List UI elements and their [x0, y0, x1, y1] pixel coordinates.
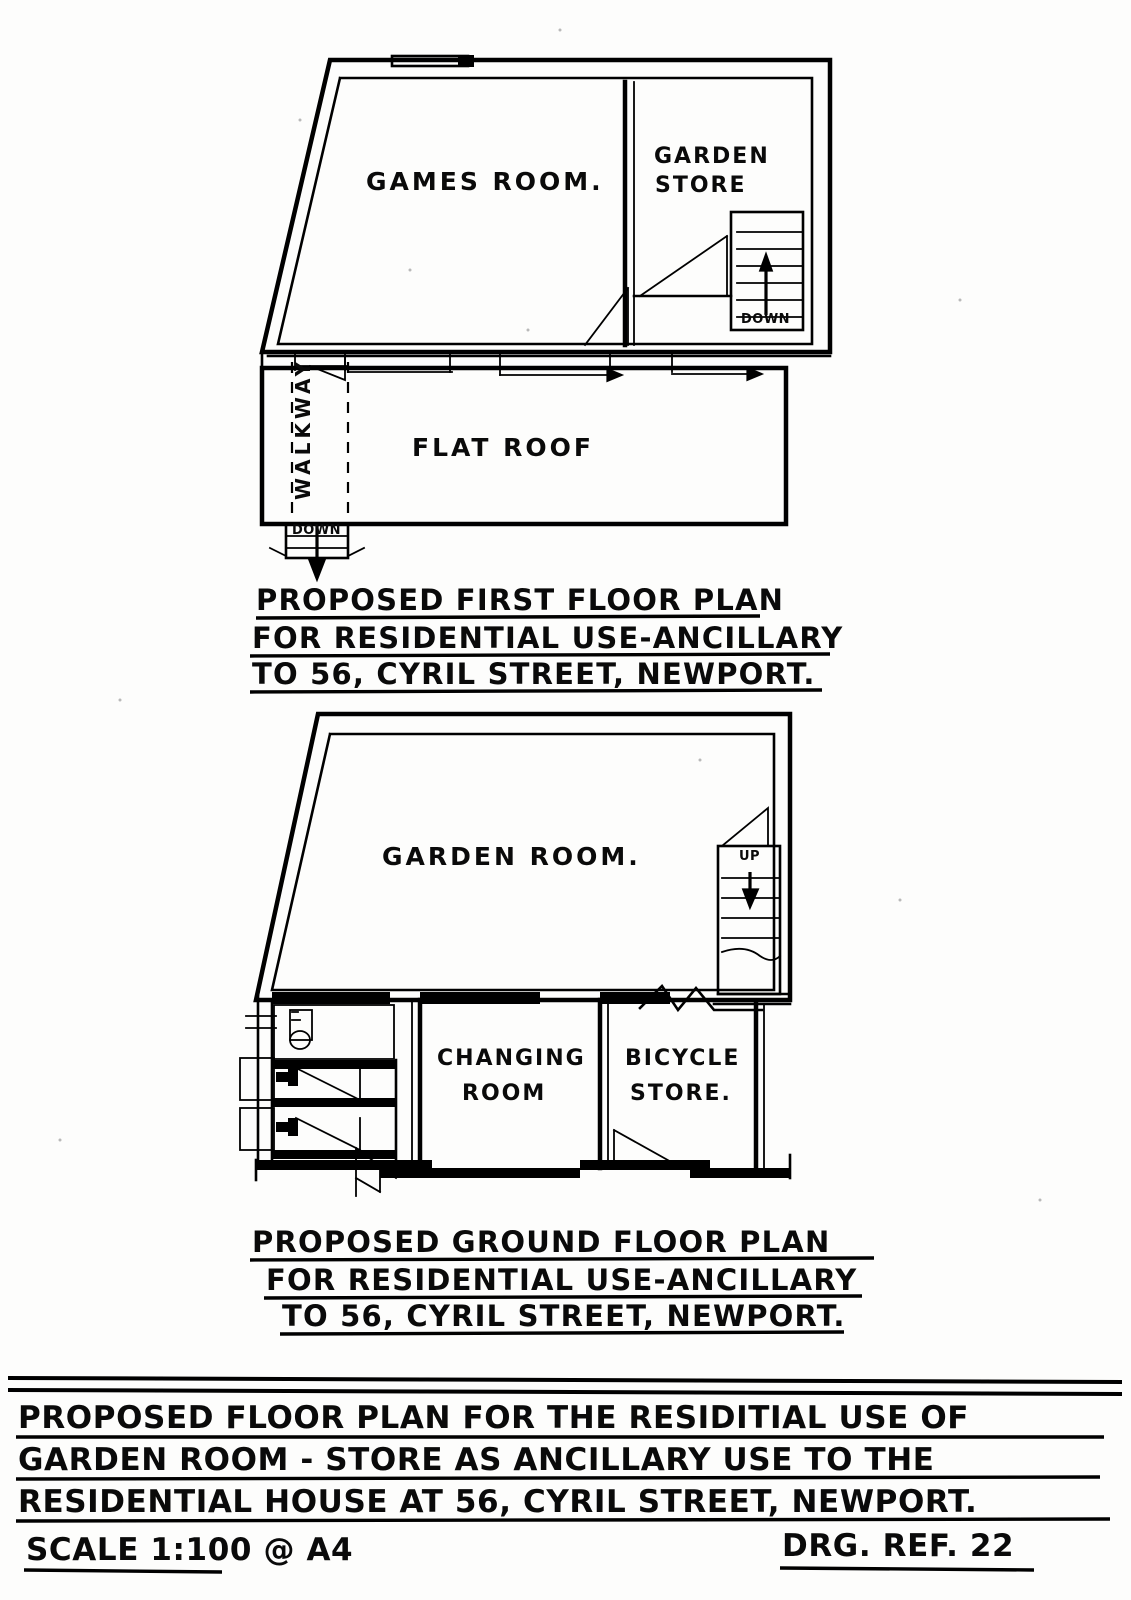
- first-floor-outer-wall: [259, 57, 833, 355]
- first-floor-staircase: DOWN: [729, 210, 805, 332]
- walkway-label: WALKWAY: [291, 358, 315, 500]
- bicycle-store: BICYCLE STORE.: [612, 1001, 765, 1171]
- garden-store-label-line2: STORE: [655, 173, 747, 198]
- flat-roof-parapet-marks: [294, 351, 765, 383]
- ground-floor-staircase: UP: [716, 806, 792, 996]
- first-floor-plan: GAMES ROOM. GARDEN STORE DOWN: [259, 54, 833, 583]
- wc-cubicles: [239, 994, 398, 1170]
- games-room-label: GAMES ROOM.: [366, 167, 604, 196]
- first-floor-inner-wall: [276, 76, 814, 346]
- first-floor-roof-window: [390, 54, 474, 68]
- first-floor-stair-direction: DOWN: [741, 312, 790, 327]
- bicycle-store-label-line1: BICYCLE: [625, 1046, 740, 1071]
- ground-floor-caption: PROPOSED GROUND FLOOR PLAN FOR RESIDENTI…: [249, 1225, 875, 1336]
- scale-note: SCALE 1:100 @ A4: [26, 1532, 353, 1568]
- changing-room-label-line1: CHANGING: [437, 1046, 586, 1071]
- walkway: WALKWAY: [290, 355, 350, 524]
- ground-floor-inner-wall: [270, 732, 776, 992]
- bicycle-store-label-line2: STORE.: [630, 1081, 732, 1106]
- ground-floor-caption-line2: FOR RESIDENTIAL USE-ANCILLARY: [266, 1263, 857, 1297]
- scan-artifacts: [58, 28, 1042, 1202]
- title-block-top-rule-2: [7, 1388, 1123, 1396]
- ground-floor-plan: GARDEN ROOM. UP: [239, 711, 793, 1197]
- title-line-2: GARDEN ROOM - STORE AS ANCILLARY USE TO …: [18, 1442, 935, 1478]
- ground-floor-caption-line1: PROPOSED GROUND FLOOR PLAN: [252, 1225, 830, 1259]
- title-line-3: RESIDENTIAL HOUSE AT 56, CYRIL STREET, N…: [18, 1484, 977, 1520]
- first-floor-caption-line2: FOR RESIDENTIAL USE-ANCILLARY: [252, 621, 843, 655]
- title-block-top-rule: [7, 1376, 1123, 1384]
- changing-room-label-line2: ROOM: [462, 1081, 546, 1106]
- flat-roof-label: FLAT ROOF: [412, 433, 594, 462]
- ground-floor-cross-wall: [272, 983, 792, 1013]
- walkway-stair-direction: DOWN: [292, 523, 341, 538]
- drawing-ref: DRG. REF. 22: [782, 1528, 1014, 1564]
- ground-floor-stair-direction: UP: [739, 849, 760, 864]
- garden-room-label: GARDEN ROOM.: [382, 842, 641, 871]
- first-floor-caption: PROPOSED FIRST FLOOR PLAN FOR RESIDENTIA…: [249, 583, 843, 694]
- garden-store-door: [632, 234, 733, 298]
- ground-floor-caption-line3: TO 56, CYRIL STREET, NEWPORT.: [282, 1299, 846, 1333]
- first-floor-caption-line3: TO 56, CYRIL STREET, NEWPORT.: [252, 657, 816, 691]
- title-line-1: PROPOSED FLOOR PLAN FOR THE RESIDITIAL U…: [18, 1400, 969, 1436]
- garden-store-label-line1: GARDEN: [654, 144, 770, 169]
- ground-floor-outer-wall: [253, 711, 793, 1003]
- ground-floor-bottom-wall: [254, 1146, 792, 1197]
- title-block: PROPOSED FLOOR PLAN FOR THE RESIDITIAL U…: [7, 1376, 1123, 1574]
- walkway-steps-down: DOWN: [268, 522, 366, 583]
- games-room-door: [583, 286, 630, 347]
- changing-room: CHANGING ROOM: [411, 997, 609, 1171]
- first-floor-caption-line1: PROPOSED FIRST FLOOR PLAN: [256, 583, 784, 617]
